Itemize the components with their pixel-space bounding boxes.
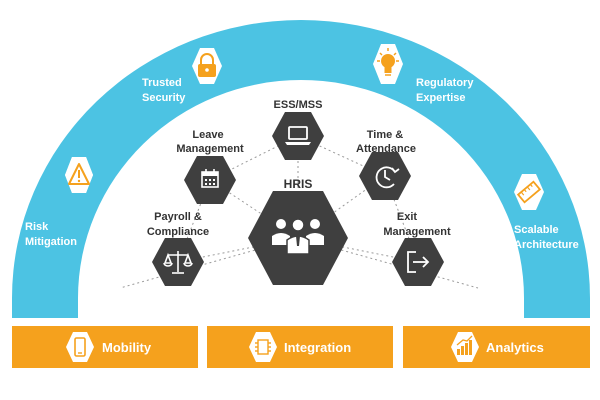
module-exit: Exit Management: [383, 211, 451, 286]
module-time: Time & Attendance: [356, 129, 416, 200]
bar-integration: Integration: [207, 326, 393, 368]
people-group-icon: [272, 218, 324, 255]
payroll-label-1: Payroll &: [154, 211, 202, 223]
arch-item-security: Trusted Security: [142, 48, 222, 104]
scalable-label-1: Scalable: [514, 224, 559, 236]
arch-item-regulatory: Regulatory Expertise: [373, 44, 474, 104]
chip-icon: [255, 339, 271, 355]
time-label-1: Time &: [367, 129, 404, 141]
integration-label: Integration: [284, 340, 351, 355]
mobility-label: Mobility: [102, 340, 152, 355]
risk-label-2: Mitigation: [25, 236, 77, 248]
module-leave: Leave Management: [176, 129, 244, 204]
arch-item-risk: Risk Mitigation: [25, 157, 93, 248]
security-label-1: Trusted: [142, 77, 182, 89]
ruler-icon: [516, 180, 542, 204]
exit-label-2: Management: [383, 226, 451, 238]
ess-label: ESS/MSS: [274, 99, 323, 111]
warning-icon: [68, 163, 90, 185]
regulatory-label-2: Expertise: [416, 92, 466, 104]
module-ess: ESS/MSS: [272, 99, 324, 160]
hris-label: HRIS: [284, 177, 313, 191]
security-label-2: Security: [142, 92, 186, 104]
hub-hris: HRIS: [248, 177, 348, 285]
leave-label-2: Management: [176, 143, 244, 155]
analytics-label: Analytics: [486, 340, 544, 355]
exit-label-1: Exit: [397, 211, 418, 223]
arch-band: [12, 20, 590, 318]
module-payroll: Payroll & Compliance: [147, 211, 209, 286]
regulatory-label-1: Regulatory: [416, 77, 474, 89]
laptop-icon: [285, 126, 311, 145]
payroll-label-2: Compliance: [147, 226, 209, 238]
exit-icon: [407, 251, 430, 273]
risk-label-1: Risk: [25, 221, 49, 233]
bar-chart-icon: [456, 335, 473, 355]
lock-icon: [198, 53, 216, 77]
mobile-icon: [74, 337, 86, 357]
bar-analytics: Analytics: [403, 326, 590, 368]
scales-icon: [163, 251, 193, 274]
leave-label-1: Leave: [192, 129, 223, 141]
scalable-label-2: Architecture: [514, 239, 579, 251]
arch-item-scalable: Scalable Architecture: [514, 174, 579, 251]
time-label-2: Attendance: [356, 143, 416, 155]
calendar-icon: [201, 169, 219, 188]
clock-icon: [375, 166, 400, 189]
lightbulb-icon: [377, 48, 399, 76]
bar-mobility: Mobility: [12, 326, 198, 368]
